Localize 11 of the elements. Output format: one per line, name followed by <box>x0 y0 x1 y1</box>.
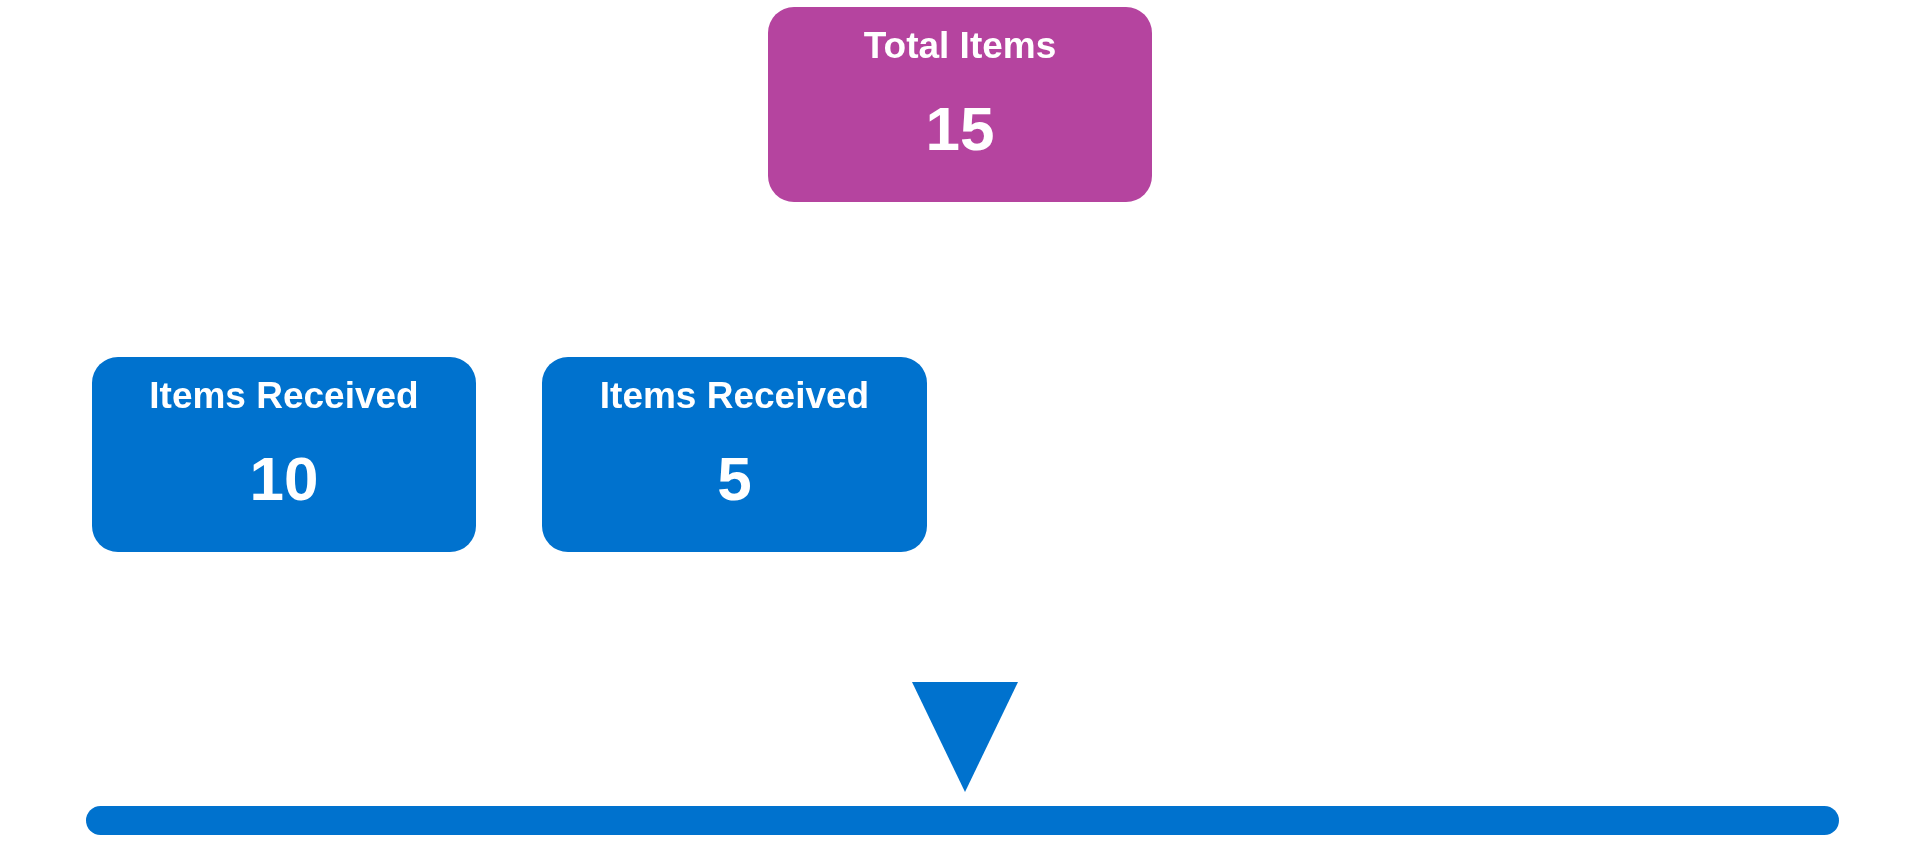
card-title: Items Received <box>599 375 870 417</box>
pointer-triangle <box>912 682 1018 792</box>
card-value: 10 <box>249 443 319 514</box>
card-title: Total Items <box>863 25 1057 67</box>
card-value: 5 <box>717 443 752 514</box>
stat-card <box>92 357 476 552</box>
card-title: Items Received <box>149 375 419 417</box>
timeline-bar <box>86 806 1839 835</box>
stat-card <box>542 357 927 552</box>
stat-card <box>768 7 1152 202</box>
card-value: 15 <box>925 93 995 164</box>
